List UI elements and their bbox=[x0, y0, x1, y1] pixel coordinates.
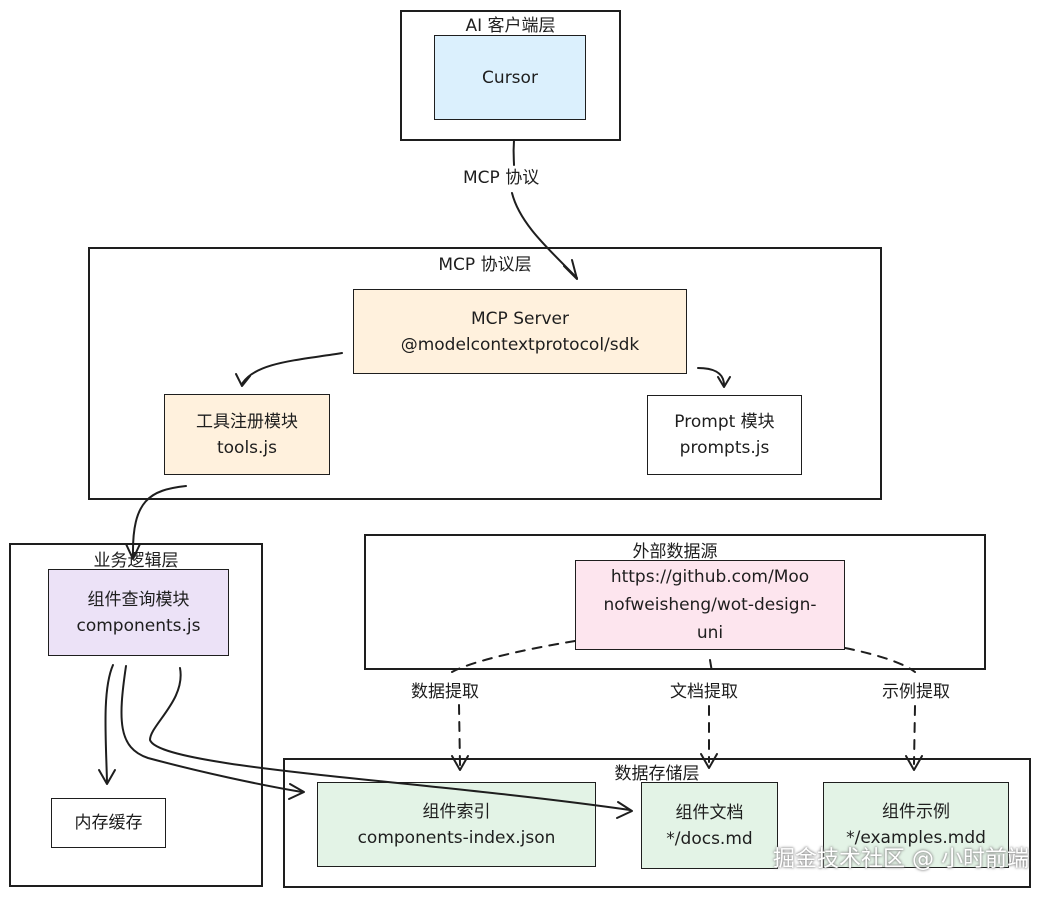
node-mcp-server: MCP Server @modelcontextprotocol/sdk bbox=[353, 289, 687, 374]
arrowhead-components-to-memory bbox=[98, 769, 116, 785]
node-components-index-file: components-index.json bbox=[357, 827, 556, 848]
node-github: https://github.com/Moo nofweisheng/wot-d… bbox=[575, 560, 845, 650]
edge-label-example-fetch: 示例提取 bbox=[880, 682, 952, 702]
arrowhead-components-to-index bbox=[288, 783, 305, 800]
node-prompt-file: prompts.js bbox=[679, 438, 770, 458]
node-github-line-1: https://github.com/Moo bbox=[610, 567, 810, 587]
edge-label-data-fetch: 数据提取 bbox=[409, 682, 481, 702]
node-components-index: 组件索引 components-index.json bbox=[317, 782, 596, 867]
arrowhead-doc-fetch bbox=[700, 753, 718, 769]
node-components: 组件查询模块 components.js bbox=[48, 569, 229, 656]
node-docs-file: */docs.md bbox=[666, 828, 753, 849]
node-github-line-2: nofweisheng/wot-design- bbox=[603, 595, 817, 615]
arrowhead-cursor-to-server bbox=[563, 259, 578, 280]
layer-title-storage: 数据存储层 bbox=[614, 764, 700, 784]
layer-title-external: 外部数据源 bbox=[632, 542, 718, 562]
edge-components-to-memory bbox=[104, 664, 114, 783]
edge-github-to-docs bbox=[709, 659, 713, 673]
node-memory-cache-label: 内存缓存 bbox=[74, 813, 143, 833]
layer-mcp-protocol: MCP 协议层 bbox=[88, 247, 882, 500]
arrowhead-example-fetch bbox=[905, 755, 923, 771]
edge-github-to-examples bbox=[844, 647, 916, 673]
arrowhead-tools-to-components bbox=[125, 543, 141, 560]
node-tools-title: 工具注册模块 bbox=[196, 411, 298, 432]
layer-business: 业务逻辑层 bbox=[9, 543, 263, 887]
arrowhead-server-to-prompt bbox=[717, 376, 731, 388]
layer-title-ai-client: AI 客户端层 bbox=[465, 16, 556, 36]
node-mcp-server-package: @modelcontextprotocol/sdk bbox=[400, 334, 640, 355]
edge-example-fetch-down bbox=[913, 705, 916, 765]
edge-components-to-docs bbox=[149, 667, 631, 811]
node-docs: 组件文档 */docs.md bbox=[641, 782, 778, 869]
layer-ai-client: AI 客户端层 bbox=[400, 10, 621, 141]
node-memory-cache: 内存缓存 bbox=[51, 798, 166, 848]
layer-external: 外部数据源 bbox=[364, 534, 986, 670]
node-prompt-title: Prompt 模块 bbox=[674, 412, 775, 432]
node-components-title: 组件查询模块 bbox=[87, 589, 190, 610]
edge-server-to-prompt bbox=[697, 367, 725, 386]
arrowhead-components-to-docs bbox=[616, 801, 633, 819]
watermark: 掘金技术社区 @ 小时前端 bbox=[773, 847, 1029, 872]
layer-title-business: 业务逻辑层 bbox=[93, 551, 179, 571]
edge-github-to-index bbox=[451, 640, 576, 673]
node-mcp-server-title: MCP Server bbox=[471, 308, 569, 329]
node-prompt: Prompt 模块 prompts.js bbox=[647, 395, 802, 475]
node-tools-file: tools.js bbox=[216, 437, 278, 458]
node-components-file: components.js bbox=[76, 615, 201, 636]
node-examples-title: 组件示例 bbox=[882, 802, 950, 822]
edge-server-to-tools bbox=[241, 352, 343, 385]
layer-storage: 数据存储层 bbox=[283, 758, 1031, 888]
edge-tools-to-components bbox=[131, 485, 187, 557]
edge-cursor-to-server-lower bbox=[511, 192, 578, 279]
edge-data-fetch-down bbox=[458, 704, 461, 766]
arrowhead-data-fetch bbox=[451, 755, 469, 771]
arrowhead-server-to-tools bbox=[235, 373, 251, 387]
node-components-index-title: 组件索引 bbox=[422, 801, 491, 822]
node-tools: 工具注册模块 tools.js bbox=[164, 394, 330, 475]
layer-title-mcp-protocol: MCP 协议层 bbox=[438, 255, 532, 275]
edge-label-doc-fetch: 文档提取 bbox=[668, 682, 740, 702]
node-github-line-3: uni bbox=[696, 623, 724, 643]
node-cursor-label: Cursor bbox=[482, 67, 538, 88]
node-docs-title: 组件文档 bbox=[675, 802, 744, 823]
node-cursor: Cursor bbox=[434, 35, 586, 120]
edge-label-mcp: MCP 协议 bbox=[461, 168, 542, 188]
node-examples-file: */examples.mdd bbox=[846, 828, 986, 848]
node-examples: 组件示例 */examples.mdd bbox=[823, 782, 1009, 868]
edge-components-to-index bbox=[120, 665, 303, 793]
